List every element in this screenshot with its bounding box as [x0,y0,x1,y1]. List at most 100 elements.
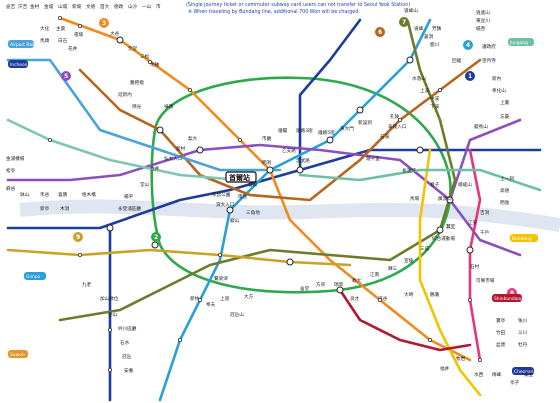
svg-text:1: 1 [468,73,472,80]
svg-text:4: 4 [466,42,470,49]
svg-text:新內: 新內 [492,75,502,82]
svg-text:寶亭: 寶亭 [496,317,506,324]
svg-text:水西: 水西 [474,371,484,378]
svg-text:8: 8 [510,290,514,297]
svg-text:Shinbundang: Shinbundang [494,296,523,302]
svg-text:峨嵯山: 峨嵯山 [458,181,472,188]
line-8-path [468,148,482,362]
svg-text:龍馬山: 龍馬山 [474,123,488,130]
svg-text:江東: 江東 [468,219,478,226]
airport-line-path [6,58,282,172]
svg-text:牡丹: 牡丹 [518,341,528,348]
svg-text:逍遙山: 逍遙山 [476,9,490,16]
svg-text:宣陵: 宣陵 [404,257,414,264]
svg-text:夜坡: 夜坡 [74,31,84,38]
svg-text:芳鶴: 芳鶴 [432,25,442,32]
svg-text:白石: 白石 [58,37,68,44]
svg-text:花井: 花井 [68,45,78,52]
svg-text:石溪: 石溪 [380,133,390,140]
svg-text:弘大入口: 弘大入口 [164,155,183,162]
svg-text:麻谷: 麻谷 [6,185,16,192]
top-row-labels: 迪吉 汗吉 金村 金城 山城 新坡 文德 首大 德政 山沙 一山 市 [6,3,161,10]
svg-text:江南: 江南 [370,271,380,278]
svg-text:大化: 大化 [40,25,50,32]
svg-text:金浦機場: 金浦機場 [6,155,25,162]
svg-text:九老: 九老 [82,281,92,288]
svg-text:梧木橋: 梧木橋 [82,191,96,198]
subway-lines [6,16,542,402]
svg-text:奉化山: 奉化山 [492,87,506,94]
svg-text:祿磵: 祿磵 [164,103,174,110]
svg-text:教大: 教大 [352,277,362,284]
svg-text:禿山: 禿山 [108,311,118,318]
svg-text:Bundang: Bundang [512,236,532,242]
svg-text:新亭: 新亭 [40,205,50,212]
svg-text:紙杏: 紙杏 [476,25,486,32]
svg-text:禾谷: 禾谷 [40,191,50,198]
svg-text:一山: 一山 [142,3,152,10]
svg-text:蒼洞: 蒼洞 [424,33,434,40]
svg-text:Gimpo: Gimpo [26,274,41,280]
svg-text:新坡: 新坡 [72,3,82,10]
svg-text:德政: 德政 [114,3,124,10]
svg-text:忘憂: 忘憂 [500,113,510,120]
svg-text:牧岩: 牧岩 [456,355,466,362]
svg-text:金城: 金城 [44,3,54,10]
svg-text:兔川: 兔川 [518,317,528,324]
svg-text:三松: 三松 [140,53,150,60]
jungang-line-path [298,168,542,192]
svg-text:明逸: 明逸 [500,199,510,206]
svg-text:加山數位: 加山數位 [100,295,119,302]
svg-text:5: 5 [64,73,68,80]
svg-text:首爾站: 首爾站 [229,173,250,182]
svg-text:踏十里: 踏十里 [366,155,380,162]
svg-text:地軸: 地軸 [150,61,160,68]
transfer-stations [106,36,474,294]
svg-text:望月寺: 望月寺 [482,57,496,64]
svg-text:木洞: 木洞 [60,205,70,212]
svg-text:大峙: 大峙 [404,291,414,298]
svg-text:市廳: 市廳 [262,135,272,142]
svg-text:佛光: 佛光 [132,103,142,110]
svg-text:松亭: 松亭 [6,167,16,174]
svg-text:君子: 君子 [430,181,440,188]
svg-text:鐘路3街: 鐘路3街 [296,127,313,134]
svg-text:上鳳: 上鳳 [500,99,510,106]
svg-text:Airport Railroad: Airport Railroad [10,42,45,48]
svg-text:鐘路5街: 鐘路5街 [318,129,335,136]
regular-stations [48,15,482,372]
svg-text:大谷: 大谷 [110,30,120,37]
han-river [19,199,560,232]
svg-text:首大: 首大 [100,3,110,10]
svg-text:安養: 安養 [124,367,134,374]
line-5-path [6,143,522,257]
svg-text:中溪: 中溪 [430,95,440,102]
svg-text:文德: 文德 [86,3,96,10]
station-labels: 大化 主葉 夜坡 馬頭 白石 大谷 花井 元堂 三松 地軸 舊把撥 延新內 佛光… [6,7,534,386]
svg-text:Jungang: Jungang [509,40,528,46]
svg-text:9: 9 [76,234,80,241]
svg-text:泰陵入口: 泰陵入口 [388,123,407,130]
svg-text:可樂市場: 可樂市場 [476,277,495,284]
header-strip [0,0,560,20]
svg-text:驛三: 驛三 [388,266,398,272]
line-2-path [150,76,452,294]
svg-text:汗吉: 汗吉 [18,3,28,10]
svg-text:山城: 山城 [58,3,68,10]
svg-text:延新內: 延新內 [118,91,132,98]
svg-text:方背: 方背 [316,281,326,288]
svg-text:廣渡口: 廣渡口 [438,195,452,202]
svg-text:明洞: 明洞 [262,159,272,166]
svg-text:吉洞: 吉洞 [480,209,490,216]
svg-text:東大門: 東大門 [340,125,354,132]
svg-text:Suwon: Suwon [10,352,25,358]
line-3-path [58,16,472,362]
seoul-station-marker[interactable]: 首爾站 [225,171,257,183]
svg-text:上道: 上道 [220,295,230,302]
svg-text:道谷: 道谷 [378,295,388,302]
svg-text:長漢坪: 長漢坪 [402,167,416,174]
svg-text:喜鵲: 喜鵲 [58,191,68,198]
svg-text:奉天: 奉天 [206,301,216,308]
svg-text:市: 市 [156,3,161,10]
svg-text:冠岳山: 冠岳山 [230,311,244,318]
